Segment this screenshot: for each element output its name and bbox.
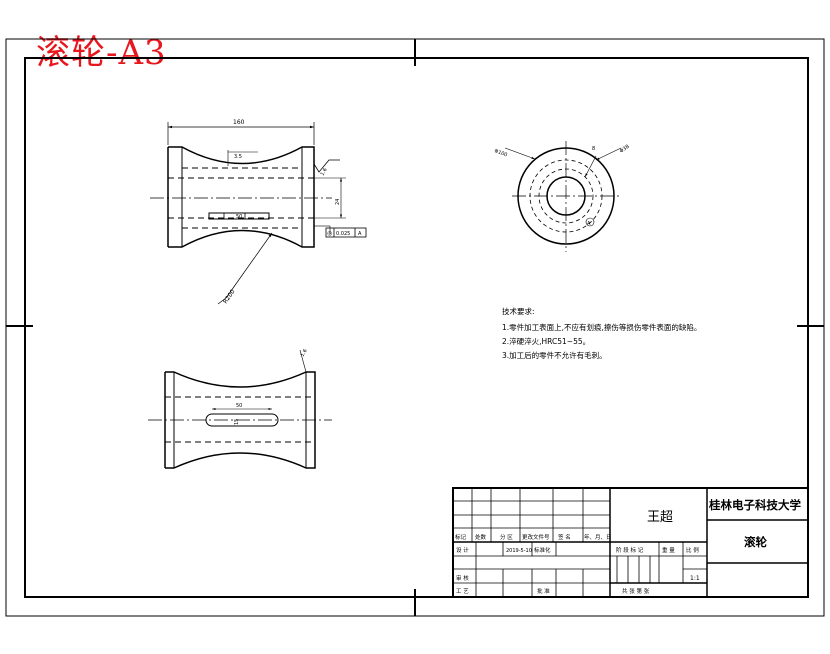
dim-inner: Φ38 — [619, 144, 631, 155]
bottom-view — [148, 349, 332, 469]
tolerance-symbol: ◎ — [327, 230, 332, 237]
centering-marks — [6, 39, 824, 616]
tolerance-datum: A — [358, 231, 362, 237]
note-marker: A — [587, 221, 591, 227]
dim-keyway-length: 50 — [236, 403, 242, 409]
tb-mark: 标记 — [455, 533, 467, 541]
tb-design-date: 2019-5-10 — [506, 548, 532, 554]
tolerance-value: 0.025 — [336, 231, 350, 237]
tech-item-3: 3.加工后的零件不允许有毛刺。 — [502, 350, 607, 360]
tb-stage-mark: 阶 段 标 记 — [616, 546, 644, 554]
dim-key: 8 — [592, 146, 595, 152]
inner-frame — [24, 57, 809, 598]
tb-school: 桂林电子科技大学 — [708, 498, 801, 512]
dim-keyway: 50 — [236, 214, 242, 220]
tb-standardize: 标准化 — [534, 546, 551, 554]
tb-zone: 分 区 — [500, 533, 513, 541]
tb-change-doc: 更改文件号 — [522, 533, 550, 541]
tech-item-1: 1.零件加工表面上,不应有划痕,擦伤等损伤零件表面的缺陷。 — [502, 322, 701, 332]
dim-arc-radius: R200 — [222, 288, 237, 305]
tech-title: 技术要求: — [502, 306, 535, 316]
tb-process: 工 艺 — [456, 588, 469, 595]
tb-review: 审 核 — [456, 574, 469, 582]
dim-corner: 1.6 — [300, 348, 309, 358]
tb-design: 设 计 — [456, 546, 469, 554]
tb-weight: 重 量 — [662, 546, 675, 554]
title-block — [452, 487, 809, 598]
tolerance-frame: ◎ 0.025 A — [325, 227, 367, 238]
dim-outer: Φ100 — [493, 148, 508, 158]
front-view — [150, 122, 346, 305]
tb-sheets: 共 张 第 张 — [622, 587, 650, 595]
tb-date: 年、月、日 — [584, 533, 612, 541]
tb-count: 处数 — [475, 533, 487, 541]
sheet-stamp: 滚轮-A3 — [36, 33, 167, 73]
dim-keyway-width: 15 — [234, 419, 240, 425]
front-view-outline — [167, 146, 315, 248]
tb-scale-value: 1:1 — [690, 575, 700, 582]
roughness-value: 1.6 — [320, 167, 329, 177]
dim-length: 160 — [233, 119, 245, 126]
tb-signature: 签 名 — [558, 533, 571, 541]
tb-designer-name: 王超 — [647, 510, 673, 525]
tech-item-2: 2.淬硬淬火,HRC51~55。 — [502, 336, 590, 346]
dim-bore: 24 — [335, 199, 341, 205]
dim-groove: 3.5 — [234, 154, 242, 160]
tb-part-name: 滚轮 — [744, 535, 767, 549]
end-view — [504, 141, 622, 252]
tb-approve: 批 准 — [537, 587, 550, 595]
tb-scale: 比 例 — [686, 546, 699, 554]
title-block-labels: 标记 处数 分 区 更改文件号 签 名 年、月、日 设 计 2019-5-10 … — [455, 533, 699, 595]
tech-requirements: 技术要求: 1.零件加工表面上,不应有划痕,擦伤等损伤零件表面的缺陷。 2.淬硬… — [502, 306, 701, 360]
